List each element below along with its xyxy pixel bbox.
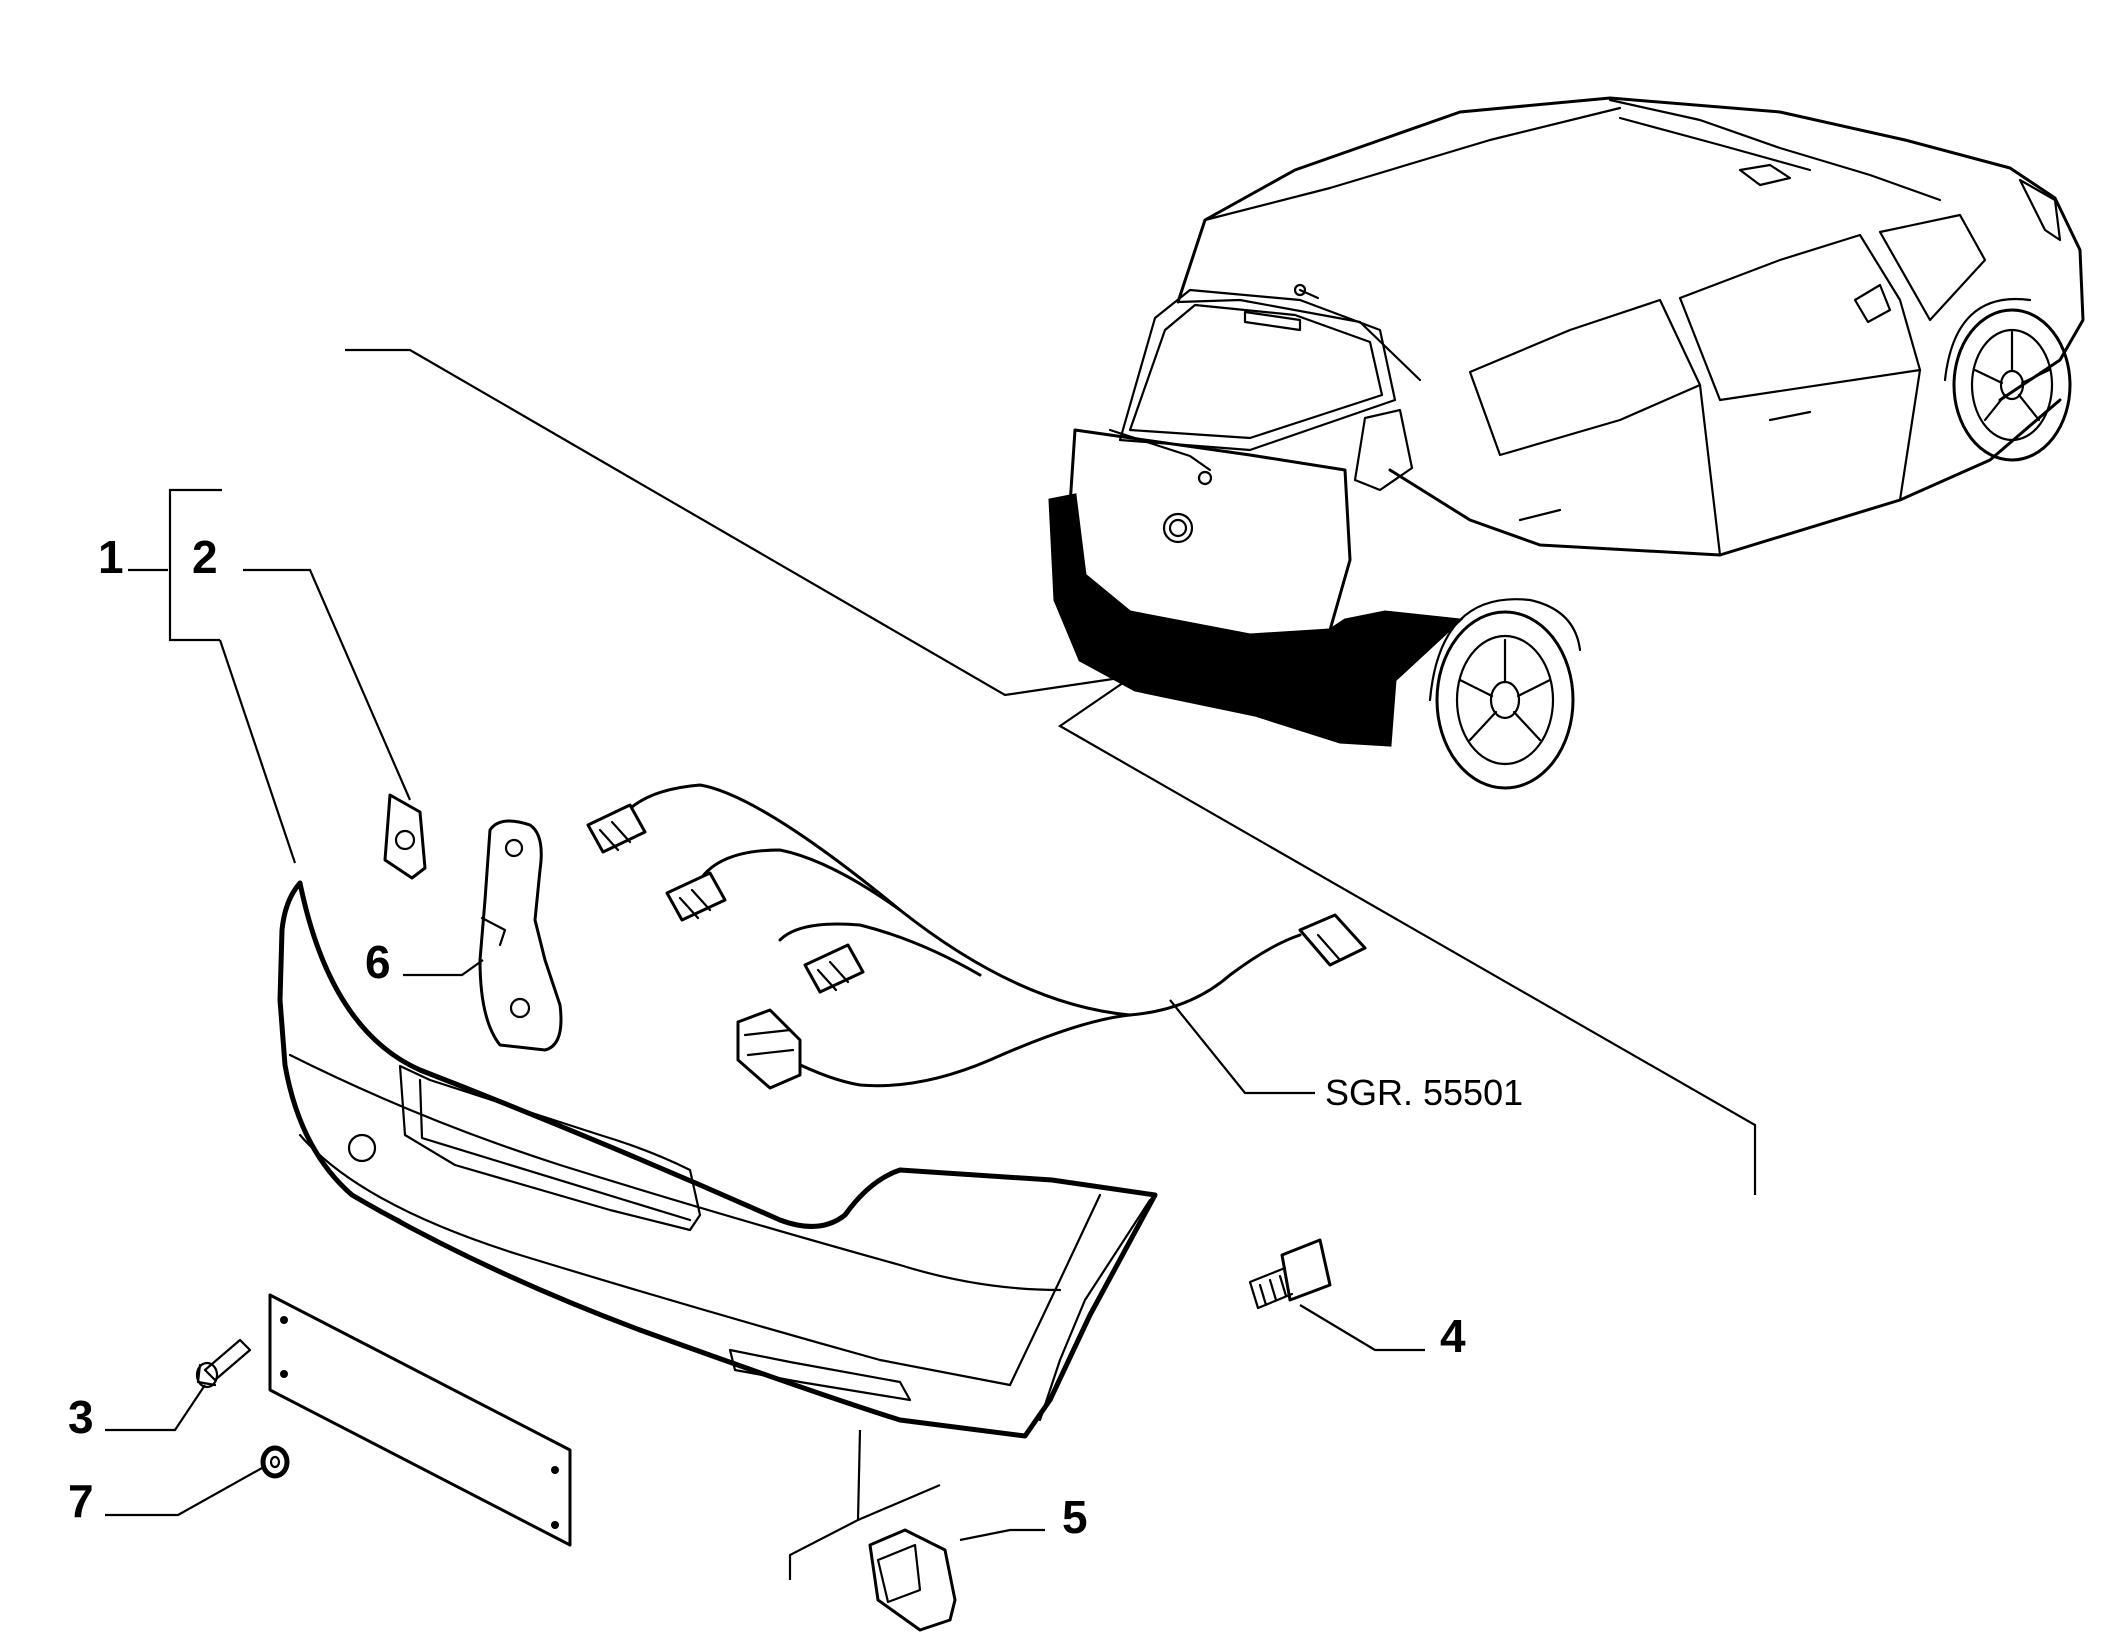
rear-bumper-part [277, 880, 1158, 1439]
harness-end-connector [1298, 913, 1367, 967]
callout-3: 3 [68, 1391, 94, 1443]
car-illustration [1048, 96, 2085, 790]
section-indicator [345, 348, 1757, 1195]
harness-reference-label: SGR. 55501 [1325, 1072, 1523, 1113]
sensor-connector-2 [665, 871, 727, 922]
part-7-washer [260, 1445, 290, 1479]
part-6-bracket [478, 819, 563, 1052]
callout-1: 1 [98, 531, 124, 583]
part-2-clip-nut [383, 793, 427, 880]
part-4-bolt [1248, 1238, 1332, 1310]
callout-4: 4 [1440, 1310, 1466, 1362]
rear-wheel [1435, 610, 1575, 790]
sensor-connector-1 [586, 803, 647, 854]
callout-7: 7 [68, 1475, 94, 1527]
front-wheel [1952, 308, 2072, 462]
leader-lines [105, 488, 1425, 1580]
part-3-screw [195, 1338, 252, 1389]
highlighted-rear-bumper [1048, 493, 1464, 747]
callout-5: 5 [1062, 1491, 1088, 1543]
callout-2: 2 [192, 531, 218, 583]
parking-sensor-wiring-harness [586, 783, 1367, 1090]
callout-6: 6 [365, 936, 391, 988]
part-5-clip [868, 1528, 957, 1632]
licence-plate-panel [268, 1293, 572, 1547]
harness-main-connector [736, 1008, 802, 1090]
sensor-connector-3 [803, 943, 865, 994]
